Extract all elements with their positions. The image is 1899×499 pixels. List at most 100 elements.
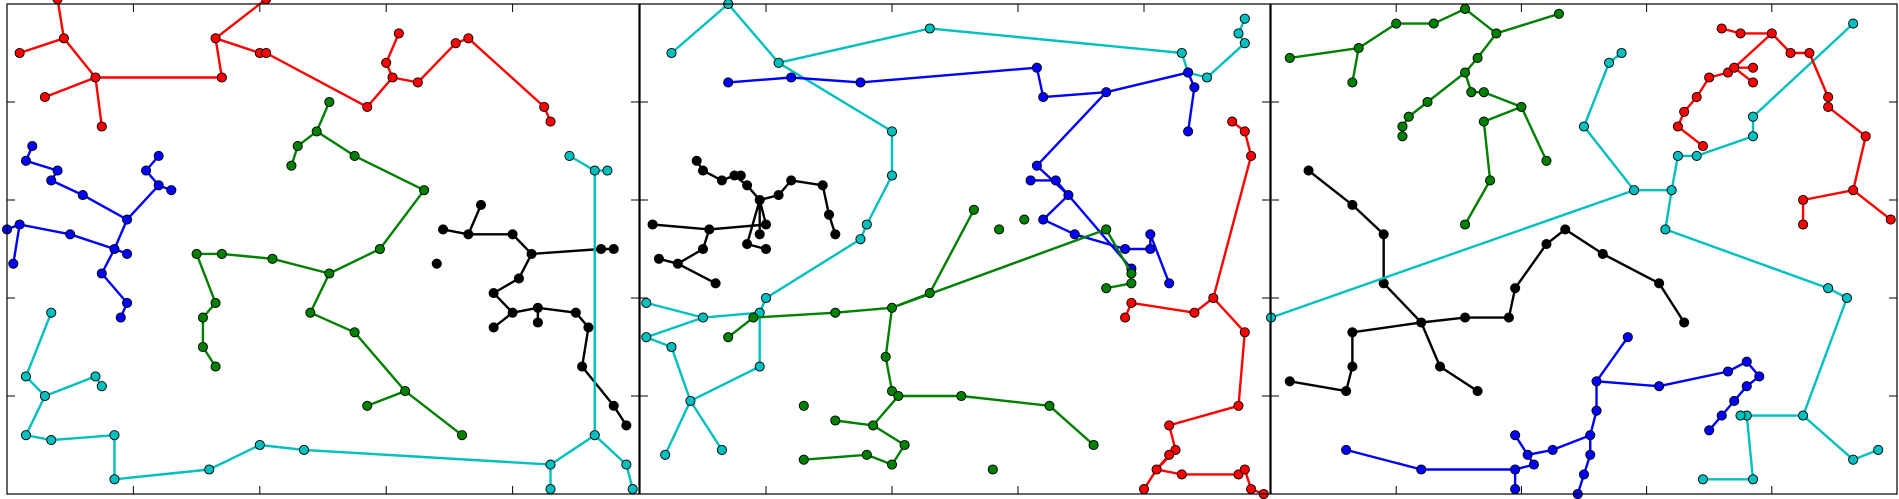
axes-frame	[1270, 3, 1898, 495]
edge-line	[689, 399, 724, 452]
data-point	[1716, 23, 1727, 34]
edge-line	[113, 218, 129, 251]
data-point	[641, 332, 652, 343]
data-point	[786, 175, 797, 186]
data-point	[400, 386, 411, 397]
data-point	[1541, 155, 1552, 166]
data-point	[545, 484, 556, 495]
axes-frame	[6, 3, 640, 495]
data-point	[393, 28, 404, 39]
edge-line	[536, 306, 577, 314]
series-0	[1284, 3, 1565, 230]
data-point	[539, 101, 550, 112]
data-point	[886, 302, 898, 313]
edge-line	[593, 434, 628, 466]
data-point	[267, 253, 278, 264]
data-point	[1239, 126, 1250, 137]
data-point	[298, 444, 310, 455]
data-point	[109, 243, 120, 255]
data-point	[1284, 52, 1295, 63]
edge-line	[1104, 71, 1190, 94]
edge-line	[1130, 301, 1196, 314]
data-point	[58, 33, 69, 44]
edge-line	[676, 262, 717, 285]
edge-line	[315, 130, 356, 158]
data-point	[1591, 376, 1602, 387]
data-point	[14, 47, 25, 59]
data-point	[924, 288, 935, 299]
data-point	[1597, 248, 1608, 259]
data-point	[1201, 72, 1213, 83]
data-point	[1823, 283, 1834, 294]
edge-line	[385, 32, 401, 64]
data-point	[1239, 327, 1250, 338]
series-1	[1284, 165, 1690, 397]
data-point	[412, 77, 423, 88]
data-point	[1679, 106, 1690, 117]
edge-line	[309, 272, 331, 314]
axis-ticks	[640, 4, 1270, 494]
data-point	[1547, 444, 1558, 455]
edge-line	[1041, 90, 1108, 99]
edge-line	[752, 311, 837, 319]
data-point	[1747, 62, 1759, 73]
edge-line	[790, 179, 824, 187]
data-point	[1050, 175, 1061, 186]
edge-line	[1495, 12, 1561, 35]
edge-line	[834, 419, 875, 427]
edge-line	[859, 66, 1039, 84]
data-point	[653, 253, 664, 264]
data-point	[153, 150, 164, 161]
data-point	[109, 430, 120, 441]
edge-line	[530, 247, 603, 256]
edge-line	[1351, 203, 1385, 236]
data-point	[1391, 18, 1402, 29]
edge-line	[1476, 32, 1498, 60]
series-2	[1265, 18, 1884, 485]
edge-line	[1582, 61, 1611, 128]
edge-line	[1104, 228, 1133, 275]
edge-line	[1670, 154, 1680, 192]
data-point	[1460, 312, 1471, 323]
data-point	[641, 297, 652, 308]
series-4	[1120, 116, 1269, 499]
data-point	[292, 141, 303, 152]
data-point	[899, 439, 910, 451]
edge-line	[214, 37, 224, 79]
edge-line	[24, 159, 59, 172]
data-point	[1233, 400, 1244, 411]
data-point	[830, 229, 841, 240]
data-point	[1672, 150, 1683, 161]
series-3	[431, 199, 632, 431]
data-point	[1704, 72, 1715, 83]
edge-line	[865, 174, 894, 226]
edge-line	[100, 272, 129, 305]
edge-line	[580, 326, 590, 368]
data-point	[1472, 386, 1483, 397]
data-point	[710, 278, 721, 289]
data-point	[1485, 175, 1496, 186]
data-point	[1347, 199, 1358, 210]
data-point	[742, 239, 753, 250]
data-point	[1491, 28, 1502, 39]
data-point	[197, 341, 208, 353]
edge-line	[56, 0, 66, 40]
data-point	[456, 430, 468, 441]
data-point	[1804, 47, 1815, 59]
data-point	[880, 351, 891, 362]
edge-line	[580, 365, 615, 407]
edge-line	[43, 76, 97, 99]
data-point	[1341, 386, 1352, 397]
data-point	[96, 268, 107, 279]
edge-line	[884, 355, 894, 393]
data-point	[1145, 229, 1156, 240]
data-point	[1189, 307, 1200, 318]
series-0	[641, 0, 1250, 460]
data-point	[1585, 430, 1596, 441]
data-point	[1747, 474, 1759, 485]
edge-line	[871, 424, 906, 447]
edge-line	[884, 306, 894, 358]
edge-line	[1237, 331, 1247, 407]
edge-line	[1048, 404, 1095, 447]
panel-right	[1265, 3, 1898, 499]
